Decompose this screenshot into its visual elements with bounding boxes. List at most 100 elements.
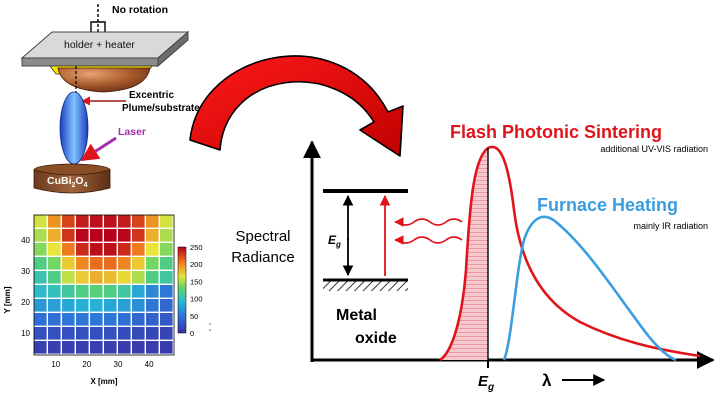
photon-wave-1 (397, 218, 463, 226)
valence-hatch (323, 281, 408, 291)
heatmap-cell (34, 341, 47, 354)
heatmap-cell (76, 313, 89, 326)
plasma-plume (59, 91, 89, 165)
holder-heater-label: holder + heater (64, 39, 135, 51)
oxide-label: oxide (355, 330, 397, 347)
band-diagram: Eg Metal oxide (323, 189, 463, 347)
heatmap-cell (104, 271, 117, 284)
heatmap-cell (34, 229, 47, 242)
heatmap-cell (34, 313, 47, 326)
heatmap-cell (76, 229, 89, 242)
spectrum-plot: Spectral Radiance Eg λ Flash Photonic Si… (231, 122, 715, 393)
heatmap-cell (48, 229, 61, 242)
heatmap-cell (76, 243, 89, 256)
furnace-subtitle: mainly IR radiation (633, 221, 708, 231)
heatmap-cell (48, 299, 61, 312)
heatmap-cell (76, 299, 89, 312)
laser-label: Laser (118, 126, 146, 138)
heatmap-cells (34, 215, 173, 354)
heatmap-cell (90, 285, 103, 298)
heatmap-cell (76, 327, 89, 340)
heatmap-x-tick: 40 (145, 360, 154, 369)
heatmap-cell (76, 285, 89, 298)
laser-beam (80, 136, 117, 162)
heatmap-cell (76, 271, 89, 284)
holder-front (21, 57, 159, 67)
heatmap-cell (160, 215, 173, 228)
heatmap-cell (76, 341, 89, 354)
colorbar-tick: 0 (190, 329, 194, 338)
heatmap-cell (118, 257, 131, 270)
heatmap-y-tick: 40 (21, 236, 30, 245)
heatmap-cell (160, 257, 173, 270)
heatmap-cell (62, 257, 75, 270)
plume-substrate-label: Plume/substrate (122, 103, 200, 114)
heatmap-x-tick: 10 (51, 360, 60, 369)
heatmap-cell (146, 341, 159, 354)
heatmap-cell (48, 341, 61, 354)
heatmap-cell (34, 243, 47, 256)
lambda-label: λ (542, 371, 552, 390)
furnace-title: Furnace Heating (537, 195, 678, 215)
heatmap-cell (34, 299, 47, 312)
heatmap-cell (160, 313, 173, 326)
heatmap-frame (33, 214, 175, 356)
heatmap-cell (48, 257, 61, 270)
heatmap-cell (62, 243, 75, 256)
heatmap-cell (146, 229, 159, 242)
heatmap-cell (90, 313, 103, 326)
heatmap-cell (104, 257, 117, 270)
substrate-bowl (57, 67, 151, 93)
heatmap-cell (48, 215, 61, 228)
colorbar-tick: 50 (190, 312, 198, 321)
target-body (33, 169, 111, 194)
heatmap-cell (90, 257, 103, 270)
dot-mark (209, 323, 211, 325)
excentric-label: Excentric (129, 90, 174, 101)
heatmap-cell (34, 327, 47, 340)
furnace-curve (502, 215, 677, 362)
heatmap-cell (48, 285, 61, 298)
heatmap-cell (132, 341, 145, 354)
heatmap-cell (118, 285, 131, 298)
heatmap-cell (146, 313, 159, 326)
heatmap-cell (90, 341, 103, 354)
heatmap-cell (132, 313, 145, 326)
colorbar-tick: 100 (190, 295, 203, 304)
heatmap-cell (90, 215, 103, 228)
shaft-bracket (90, 21, 106, 32)
heatmap-cell (34, 257, 47, 270)
heatmap-cell (146, 215, 159, 228)
heatmap-x-label: X [mm] (90, 377, 117, 386)
heatmap-cell (160, 285, 173, 298)
colorbar-tick: 250 (190, 243, 203, 252)
photon-wave-2 (397, 236, 463, 244)
heatmap-cell (90, 243, 103, 256)
heatmap-cell (118, 271, 131, 284)
heatmap-cell (90, 271, 103, 284)
heatmap-cell (104, 299, 117, 312)
heatmap-cell (48, 313, 61, 326)
heatmap-y-label: Y [mm] (3, 286, 12, 313)
heatmap-cell (118, 215, 131, 228)
heatmap-cell (34, 215, 47, 228)
heatmap-cell (48, 243, 61, 256)
eg-axis-label: Eg (478, 373, 494, 393)
heatmap-cell (34, 271, 47, 284)
no-rotation-label: No rotation (112, 4, 168, 16)
heatmap-cell (132, 257, 145, 270)
heatmap-cell (62, 299, 75, 312)
colorbar-tick: 200 (190, 260, 203, 269)
flash-subtitle: additional UV-VIS radiation (600, 144, 708, 154)
heatmap-cell (90, 327, 103, 340)
heatmap-cell (160, 229, 173, 242)
heatmap-cell (62, 327, 75, 340)
heatmap-cell (90, 299, 103, 312)
heatmap-cell (132, 243, 145, 256)
flash-title: Flash Photonic Sintering (450, 122, 662, 142)
eg-band-label: Eg (328, 233, 341, 249)
heatmap-cell (62, 313, 75, 326)
heatmap-cell (104, 243, 117, 256)
heatmap-cell (118, 341, 131, 354)
